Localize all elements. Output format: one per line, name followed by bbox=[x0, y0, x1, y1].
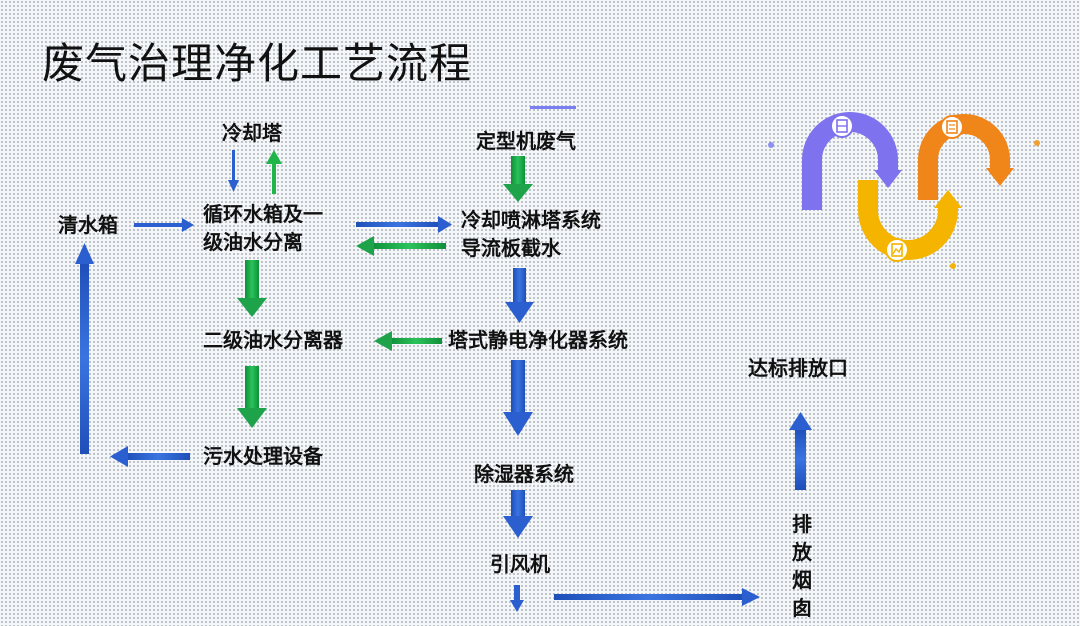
node-spray-tower-line1: 冷却喷淋塔系统 bbox=[461, 208, 601, 232]
title-divider bbox=[530, 106, 576, 109]
node-cooling-tower: 冷却塔 bbox=[222, 121, 282, 145]
yellow-ribbon-arc bbox=[858, 180, 962, 260]
document-icon bbox=[940, 115, 964, 139]
arrow-purifier-to-dehumidifier bbox=[503, 360, 533, 436]
node-dehumidifier: 除湿器系统 bbox=[474, 462, 574, 486]
node-circulating-tank-line2: 级油水分离 bbox=[203, 230, 303, 254]
chart-icon bbox=[885, 238, 909, 262]
arrow-tank-to-cooling-tower bbox=[266, 150, 282, 194]
arrow-cooling-tower-to-tank bbox=[228, 150, 239, 192]
arrow-fan-down bbox=[510, 585, 524, 612]
arrow-purifier-to-separator bbox=[374, 331, 442, 351]
node-secondary-separator: 二级油水分离器 bbox=[203, 328, 343, 352]
node-discharge-outlet: 达标排放口 bbox=[748, 356, 848, 380]
node-sewage-equipment: 污水处理设备 bbox=[203, 444, 323, 468]
arrow-sewage-to-left bbox=[110, 446, 190, 467]
node-induced-fan: 引风机 bbox=[490, 552, 550, 576]
purple-ribbon-arc bbox=[802, 112, 902, 210]
arrow-clean-water-to-tank bbox=[134, 218, 194, 232]
arrow-spray-tower-to-tank bbox=[356, 236, 446, 256]
arrow-dehumidifier-to-fan bbox=[503, 490, 533, 538]
arrow-return-to-clean-water bbox=[75, 243, 94, 454]
arrow-exhaust-to-spray-tower bbox=[503, 156, 533, 202]
diagram-icon bbox=[830, 114, 854, 138]
arrow-separator-to-sewage bbox=[237, 366, 267, 428]
arrow-tank-to-spray-tower bbox=[356, 216, 452, 233]
arrow-spray-tower-to-purifier bbox=[505, 268, 534, 323]
node-chimney: 排放烟囱 bbox=[792, 512, 812, 620]
arrow-tank-to-secondary-separator bbox=[237, 260, 267, 317]
arrow-chimney-to-outlet bbox=[789, 412, 812, 490]
node-clean-water-tank: 清水箱 bbox=[58, 213, 118, 237]
node-electrostatic-purifier: 塔式静电净化器系统 bbox=[448, 328, 628, 352]
node-setting-machine-exhaust: 定型机废气 bbox=[476, 129, 576, 153]
node-spray-tower-line2: 导流板截水 bbox=[461, 236, 561, 260]
node-circulating-tank-line1: 循环水箱及一 bbox=[203, 202, 323, 226]
arrow-fan-to-chimney bbox=[554, 588, 760, 606]
page-title: 废气治理净化工艺流程 bbox=[42, 39, 473, 88]
orange-ribbon-arc bbox=[918, 114, 1014, 200]
